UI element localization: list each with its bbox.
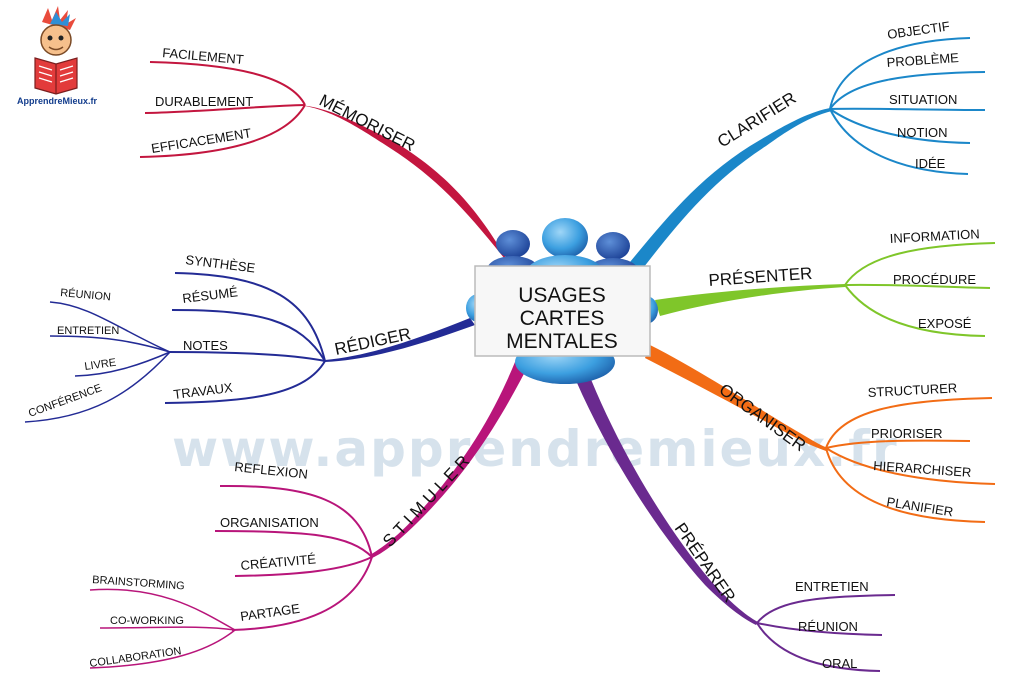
leaf-line-travaux <box>164 360 326 404</box>
branch-preparer: PRÉPARER ENTRETIEN RÉUNION ORAL <box>574 372 896 672</box>
subleaf-conference: CONFÉRENCE <box>27 381 104 420</box>
subleaf-line-brainstorming <box>89 588 236 631</box>
leaf-reunion: RÉUNION <box>798 619 858 634</box>
subleaf-line-coworking <box>99 626 236 631</box>
branch-stimuler-trunk <box>370 362 527 558</box>
leaf-line-resume <box>171 309 326 362</box>
branch-organiser-trunk <box>645 345 828 451</box>
leaf-probleme: PROBLÈME <box>886 50 959 70</box>
center-sign <box>474 265 651 357</box>
branch-stimuler: S T I M U L E R REFLEXION ORGANISATION C… <box>89 362 527 670</box>
branch-presenter: PRÉSENTER INFORMATION PROCÉDURE EXPOSÉ <box>655 226 996 337</box>
leaf-line-organisation <box>214 530 373 558</box>
figure-left-head <box>496 230 530 258</box>
central-figures: USAGES CARTES MENTALES <box>466 218 658 384</box>
leaf-objectif: OBJECTIF <box>886 18 950 42</box>
leaf-line-reunion <box>756 622 883 636</box>
leaf-notes: NOTES <box>183 338 228 353</box>
logo-text: ApprendreMieux.fr <box>17 96 98 106</box>
leaf-line-structurer <box>825 397 993 449</box>
leaf-line-idee <box>829 108 969 175</box>
leaf-line-probleme <box>829 71 986 110</box>
leaf-situation: SITUATION <box>889 92 957 107</box>
leaf-prioriser: PRIORISER <box>871 426 943 441</box>
leaf-line-notes <box>167 351 326 362</box>
branch-clarifier-label: CLARIFIER <box>714 88 799 151</box>
branch-memoriser: MÉMORISER FACILEMENT DURABLEMENT EFFICAC… <box>139 45 512 268</box>
subleaf-line-conference <box>24 351 171 423</box>
leaf-creativite: CRÉATIVITÉ <box>240 551 317 573</box>
leaf-line-oral <box>756 622 881 672</box>
leaf-efficacement: EFFICACEMENT <box>150 125 252 156</box>
leaf-hierarchiser: HIERARCHISER <box>873 458 972 480</box>
branch-rediger: RÉDIGER SYNTHÈSE RÉSUMÉ NOTES TRAVAUX RÉ… <box>24 252 475 423</box>
subleaf-entretien: ENTRETIEN <box>57 325 119 337</box>
subleaf-line-entretien <box>49 335 171 353</box>
branch-memoriser-label: MÉMORISER <box>316 91 418 156</box>
leaf-resume: RÉSUMÉ <box>182 284 239 306</box>
leaf-facilement: FACILEMENT <box>162 45 245 67</box>
leaf-partage: PARTAGE <box>239 601 301 624</box>
leaf-line-notion <box>829 108 971 144</box>
leaf-line-durablement <box>144 104 306 114</box>
leaf-entretien: ENTRETIEN <box>795 579 869 594</box>
center-line-2: CARTES <box>520 307 605 330</box>
center-line-1: USAGES <box>518 284 606 307</box>
leaf-notion: NOTION <box>897 125 948 140</box>
branch-presenter-label: PRÉSENTER <box>708 264 813 290</box>
watermark-text: www.apprendremieux.fr <box>172 420 899 478</box>
branch-rediger-trunk <box>325 318 475 362</box>
subleaf-line-livre <box>74 351 171 377</box>
logo: ApprendreMieux.fr <box>17 6 98 106</box>
subleaf-reunion: RÉUNION <box>60 286 112 303</box>
center-line-3: MENTALES <box>506 330 618 353</box>
leaf-expose: EXPOSÉ <box>918 316 972 331</box>
leaf-procedure: PROCÉDURE <box>893 272 976 287</box>
leaf-line-information <box>844 242 996 286</box>
leaf-line-prioriser <box>825 439 971 449</box>
branch-preparer-label: PRÉPARER <box>671 519 739 605</box>
leaf-line-procedure <box>844 283 991 289</box>
subleaf-livre: LIVRE <box>84 357 117 373</box>
leaf-line-partage <box>231 556 373 631</box>
leaf-line-planifier <box>825 447 986 523</box>
leaf-oral: ORAL <box>822 656 857 671</box>
leaf-line-efficacement <box>139 104 306 158</box>
leaf-durablement: DURABLEMENT <box>155 94 253 109</box>
figure-center-head <box>542 218 588 258</box>
leaf-travaux: TRAVAUX <box>173 380 234 402</box>
leaf-synthese: SYNTHÈSE <box>185 252 257 275</box>
leaf-line-expose <box>844 284 986 337</box>
leaf-structurer: STRUCTURER <box>867 380 957 400</box>
logo-reader-icon <box>34 6 78 95</box>
subleaf-line-reunion <box>49 301 171 353</box>
leaf-organisation: ORGANISATION <box>220 515 319 530</box>
subleaf-line-collaboration <box>89 629 236 669</box>
branch-presenter-trunk <box>655 284 845 316</box>
leaf-line-objectif <box>829 37 971 110</box>
leaf-line-creativite <box>234 556 373 577</box>
leaf-line-reflexion <box>219 484 373 558</box>
branch-preparer-trunk <box>574 372 758 625</box>
leaf-line-entretien <box>756 594 896 624</box>
leaf-idee: IDÉE <box>915 156 946 171</box>
figure-right-head <box>596 232 630 260</box>
leaf-information: INFORMATION <box>889 226 980 246</box>
branch-clarifier-trunk <box>625 108 832 272</box>
leaf-line-synthese <box>174 272 326 362</box>
leaf-line-hierarchiser <box>825 447 996 485</box>
leaf-line-facilement <box>149 61 306 106</box>
subleaf-coworking: CO-WORKING <box>110 615 184 627</box>
branch-memoriser-trunk <box>300 105 512 268</box>
leaf-line-situation <box>829 107 986 111</box>
subleaf-collaboration: COLLABORATION <box>89 645 183 670</box>
